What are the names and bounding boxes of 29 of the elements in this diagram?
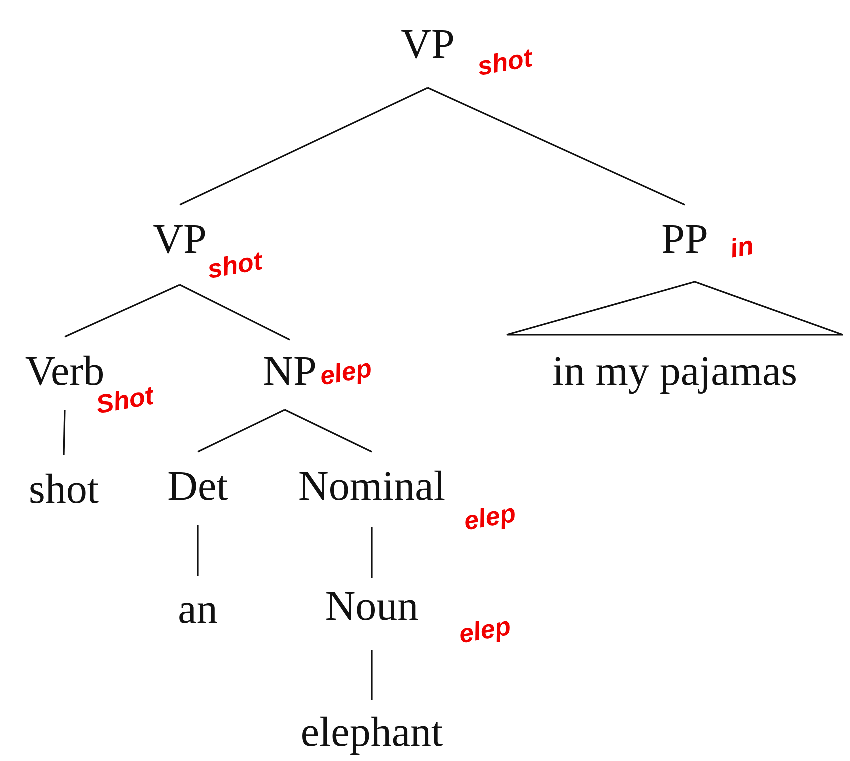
- branch-line: [198, 409, 286, 453]
- branch-line: [180, 87, 428, 206]
- tree-label: Verb: [25, 351, 105, 393]
- branch-line: [64, 284, 180, 338]
- tree-label: VP: [401, 24, 455, 66]
- tree-label: Nominal: [298, 466, 446, 508]
- tree-label: an: [178, 589, 218, 631]
- branch-line: [371, 650, 373, 700]
- tree-label: VP: [153, 219, 207, 261]
- tree-label: in my pajamas: [552, 351, 798, 393]
- branch-line: [180, 284, 290, 341]
- branch-line: [63, 410, 66, 456]
- tree-label: elephant: [300, 712, 444, 754]
- head-word-annotation: shot: [476, 44, 534, 80]
- branch-line: [371, 527, 373, 578]
- triangle-branch: [506, 281, 844, 336]
- tree-label: PP: [662, 219, 708, 261]
- head-word-annotation: in: [728, 232, 756, 262]
- head-word-annotation: elep: [318, 354, 374, 390]
- head-word-annotation: elep: [457, 612, 513, 648]
- branch-line: [428, 87, 686, 206]
- branch-line: [284, 409, 372, 453]
- head-word-annotation: elep: [462, 500, 518, 534]
- branch-line: [197, 525, 199, 576]
- tree-label: Det: [168, 466, 228, 508]
- head-word-annotation: shot: [206, 247, 264, 283]
- tree-label: Noun: [325, 586, 419, 628]
- tree-label: shot: [29, 469, 99, 511]
- tree-label: NP: [263, 351, 317, 393]
